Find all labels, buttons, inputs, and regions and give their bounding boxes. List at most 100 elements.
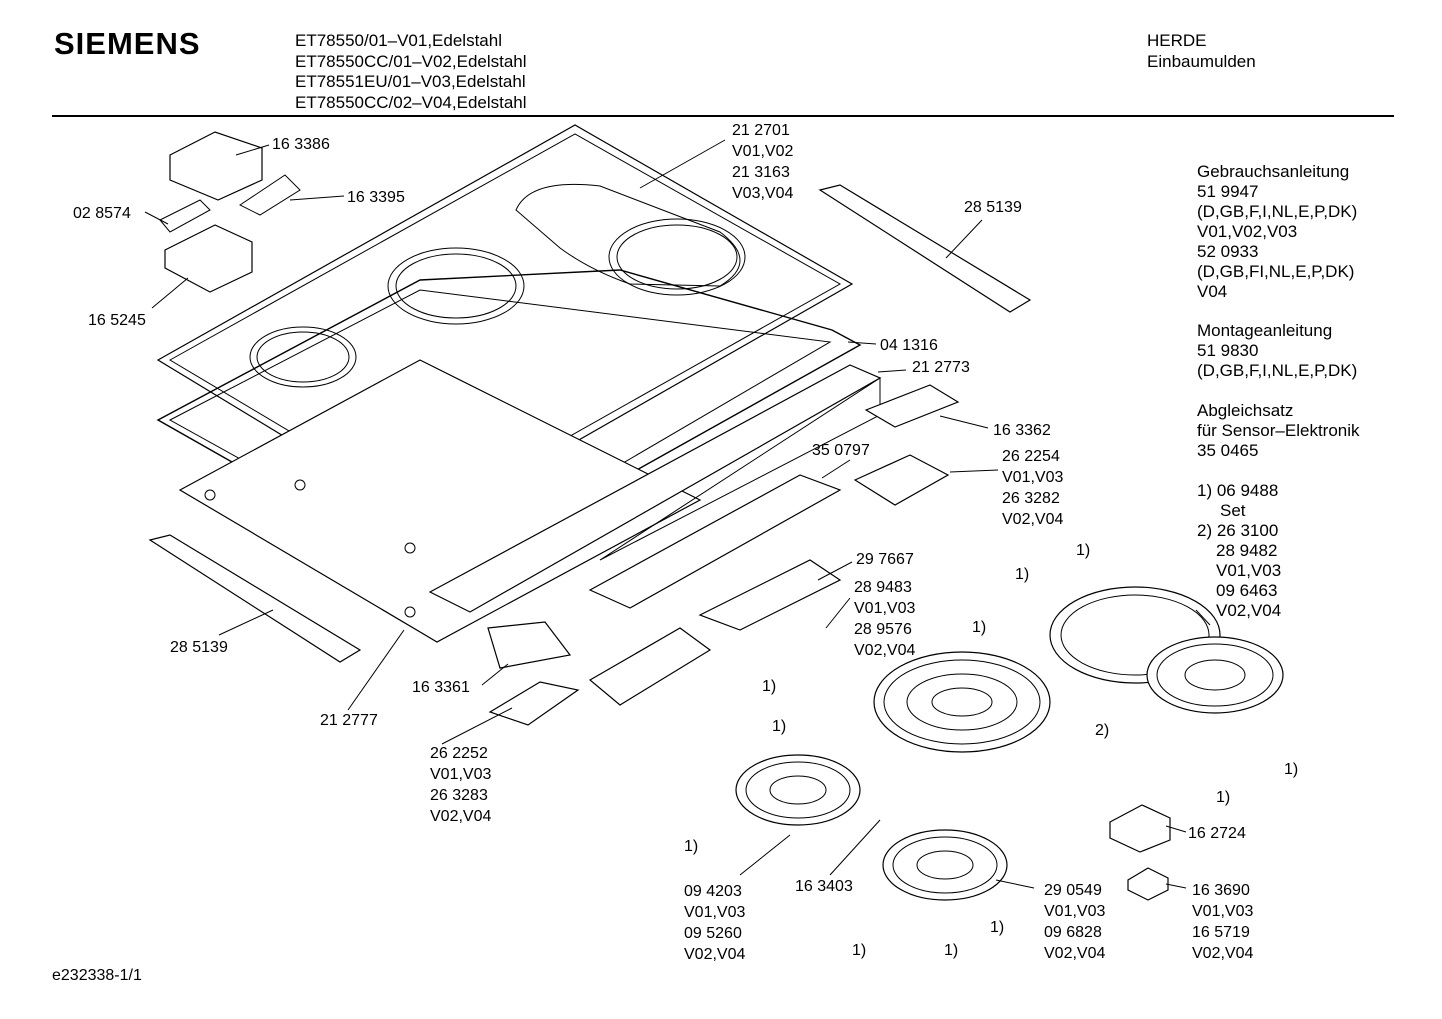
part-number: 21 3163 (732, 164, 790, 181)
part-label-163690: 16 3690 V01,V03 16 5719 V02,V04 (1192, 880, 1253, 964)
note-line: 35 0465 (1197, 441, 1259, 460)
brand-logo: SIEMENS (54, 26, 201, 61)
electronics-housing (428, 364, 882, 613)
base-frame (178, 359, 702, 643)
note-footnotes: 1) 06 9488 Set 2) 26 3100 28 9482 V01,V0… (1197, 481, 1281, 621)
variant: V01,V03 (1044, 903, 1106, 920)
note-line: 2) 26 3100 (1197, 521, 1279, 540)
note-line: V01,V02,V03 (1197, 222, 1298, 241)
footnote-marker: 1) (1216, 789, 1231, 806)
footnote-marker: 1) (1284, 761, 1299, 778)
footnote-marker: 1) (772, 718, 787, 735)
footnote-marker: 1) (944, 942, 959, 959)
part-label-212773: 21 2773 (912, 359, 970, 376)
variant: V02,V04 (1044, 945, 1106, 962)
note-line: 09 6463 (1216, 581, 1278, 600)
part-number: 26 2254 (1002, 448, 1060, 465)
part-label-041316: 04 1316 (880, 337, 938, 354)
variant: V02,V04 (1002, 511, 1064, 528)
header-divider (52, 115, 1394, 117)
note-title: Montageanleitung (1197, 321, 1333, 340)
part-label-289483: 28 9483 V01,V03 28 9576 V02,V04 (854, 577, 915, 661)
note-title: Gebrauchsanleitung (1197, 162, 1350, 181)
part-label-350797: 35 0797 (812, 442, 870, 459)
part-label-262254: 26 2254 V01,V03 26 3282 V02,V04 (1002, 446, 1063, 530)
model-line: ET78551EU/01–V03,Edelstahl (295, 72, 526, 91)
footnote-marker: 2) (1095, 722, 1110, 739)
variant: V02,V04 (430, 808, 492, 825)
part-number: 26 3283 (430, 787, 488, 804)
category: HERDE Einbaumulden (1147, 31, 1256, 72)
model-line: ET78550CC/01–V02,Edelstahl (295, 51, 527, 71)
part-label-285139-left: 28 5139 (170, 639, 228, 656)
variant: V03,V04 (732, 185, 794, 202)
part-number: 16 5719 (1192, 924, 1250, 941)
note-abgleichsatz: Abgleichsatz für Sensor–Elektronik 35 04… (1197, 401, 1360, 461)
footnote-marker: 1) (762, 678, 777, 695)
part-number: 28 9483 (854, 579, 912, 596)
variant: V01,V03 (854, 600, 916, 617)
part-number: 26 2252 (430, 745, 488, 762)
part-number: 16 3690 (1192, 882, 1250, 899)
part-label-285139-top: 28 5139 (964, 199, 1022, 216)
note-title: Abgleichsatz (1197, 401, 1294, 420)
footnote-marker: 1) (1076, 542, 1091, 559)
part-number: 29 0549 (1044, 882, 1102, 899)
part-label-162724: 16 2724 (1188, 825, 1246, 842)
small-parts-top-left (159, 131, 301, 293)
heating-elements (735, 586, 1284, 901)
drawing-id: e232338-1/1 (52, 967, 142, 984)
variant: V01,V03 (1002, 469, 1064, 486)
variant: V01,V03 (1192, 903, 1254, 920)
note-line: 52 0933 (1197, 242, 1259, 261)
note-gebrauchsanleitung: Gebrauchsanleitung 51 9947 (D,GB,F,I,NL,… (1197, 162, 1357, 302)
note-line: 1) 06 9488 (1197, 481, 1279, 500)
note-line: 51 9947 (1197, 182, 1259, 201)
part-label-163362: 16 3362 (993, 422, 1051, 439)
terminal-blocks (1109, 804, 1171, 901)
note-line: (D,GB,FI,NL,E,P,DK) (1197, 262, 1355, 281)
variant: V01,V03 (684, 904, 746, 921)
part-label-163395: 16 3395 (347, 189, 405, 206)
note-line: für Sensor–Elektronik (1197, 421, 1360, 440)
part-number: 26 3282 (1002, 490, 1060, 507)
part-number: 09 4203 (684, 883, 742, 900)
model-line: ET78550/01–V01,Edelstahl (295, 31, 502, 50)
footnote-marker: 1) (972, 619, 987, 636)
footnote-marker: 1) (1015, 566, 1030, 583)
variant: V01,V03 (430, 766, 492, 783)
note-montageanleitung: Montageanleitung 51 9830 (D,GB,F,I,NL,E,… (1197, 321, 1357, 381)
footnote-marker: 1) (684, 838, 699, 855)
part-label-163386: 16 3386 (272, 136, 330, 153)
note-line: 51 9830 (1197, 341, 1259, 360)
part-label-262252: 26 2252 V01,V03 26 3283 V02,V04 (430, 743, 491, 827)
note-line: V02,V04 (1216, 601, 1282, 620)
part-label-163361: 16 3361 (412, 679, 470, 696)
part-label-165245: 16 5245 (88, 312, 146, 329)
part-label-212777: 21 2777 (320, 712, 378, 729)
model-list: ET78550/01–V01,Edelstahl ET78550CC/01–V0… (295, 31, 527, 113)
part-label-094203: 09 4203 V01,V03 09 5260 V02,V04 (684, 881, 745, 965)
footnote-marker: 1) (990, 919, 1005, 936)
note-line: V01,V03 (1216, 561, 1282, 580)
variant: V02,V04 (684, 946, 746, 963)
part-label-212701: 21 2701 V01,V02 21 3163 V03,V04 (732, 120, 793, 204)
note-line: (D,GB,F,I,NL,E,P,DK) (1197, 202, 1358, 221)
side-rails (148, 184, 1032, 663)
note-line: Set (1220, 501, 1246, 520)
part-number: 28 9576 (854, 621, 912, 638)
note-line: (D,GB,F,I,NL,E,P,DK) (1197, 361, 1358, 380)
category-line: Einbaumulden (1147, 51, 1256, 71)
model-line: ET78550CC/02–V04,Edelstahl (295, 92, 527, 112)
leader-lines (144, 139, 1211, 889)
part-label-163403: 16 3403 (795, 878, 853, 895)
variant: V02,V04 (1192, 945, 1254, 962)
part-label-290549: 29 0549 V01,V03 09 6828 V02,V04 (1044, 880, 1105, 964)
part-number: 21 2701 (732, 122, 790, 139)
note-line: 28 9482 (1216, 541, 1278, 560)
variant: V01,V02 (732, 143, 794, 160)
part-number: 09 5260 (684, 925, 742, 942)
part-label-028574: 02 8574 (73, 205, 131, 222)
category-line: HERDE (1147, 31, 1207, 50)
